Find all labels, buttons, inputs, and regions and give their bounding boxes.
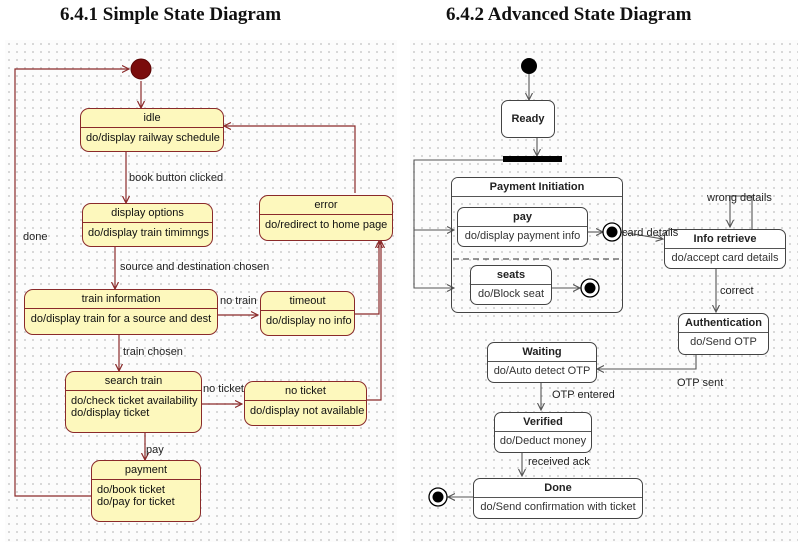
label-train-chosen: train chosen — [123, 346, 183, 358]
state-payment-initiation[interactable]: Payment Initiation — [451, 177, 623, 313]
state-timeout[interactable]: timeout do/display no info — [260, 291, 355, 336]
label-correct: correct — [720, 285, 754, 297]
state-info-retrieve-name: Info retrieve — [665, 230, 785, 249]
state-search-train-name: search train — [66, 372, 201, 391]
state-authentication-activity: do/Send OTP — [690, 336, 757, 348]
edge-error-to-idle — [224, 126, 356, 193]
state-payment-activity: do/book ticket do/pay for ticket — [92, 480, 200, 512]
state-verified-activity: do/Deduct money — [499, 435, 587, 447]
state-pay[interactable]: pay do/display payment info — [457, 207, 588, 247]
simple-diagram-connectors — [14, 58, 397, 497]
fork-bar — [503, 156, 562, 162]
advanced-diagram-connectors — [413, 58, 753, 507]
state-waiting-name: Waiting — [488, 343, 596, 362]
state-train-information-name: train information — [25, 290, 217, 309]
state-pay-name: pay — [458, 208, 587, 227]
simple-diagram-heading: 6.4.1 Simple State Diagram — [60, 4, 282, 25]
state-train-information-activity: do/display train for a source and dest — [30, 313, 212, 325]
final-node-pay-region — [602, 222, 622, 242]
final-node-end — [428, 487, 448, 507]
state-idle-name: idle — [81, 109, 223, 128]
initial-node — [521, 58, 537, 74]
state-verified-name: Verified — [495, 413, 591, 432]
state-train-information[interactable]: train information do/display train for a… — [24, 289, 218, 335]
state-search-train[interactable]: search train do/check ticket availabilit… — [65, 371, 202, 433]
state-idle-activity: do/display railway schedule — [86, 132, 220, 144]
label-done: done — [23, 231, 48, 243]
label-book-button-clicked: book button clicked — [129, 172, 224, 184]
state-idle[interactable]: idle do/display railway schedule — [80, 108, 224, 152]
label-otp-sent: OTP sent — [677, 377, 724, 389]
state-seats-name: seats — [471, 266, 551, 285]
state-payment-name: payment — [92, 461, 200, 480]
edge-payment-to-initial — [14, 69, 129, 497]
edge-timeout-to-error — [355, 241, 379, 315]
state-no-ticket-activity: do/display not available — [250, 405, 365, 417]
state-done[interactable]: Done do/Send confirmation with ticket — [473, 478, 643, 519]
state-info-retrieve-activity: do/accept card details — [671, 252, 779, 264]
edge-card-details — [620, 231, 663, 239]
advanced-diagram-heading: 6.4.2 Advanced State Diagram — [446, 4, 692, 25]
state-done-activity: do/Send confirmation with ticket — [480, 501, 636, 513]
final-node-seats-region — [580, 278, 600, 298]
state-no-ticket[interactable]: no ticket do/display not available — [244, 381, 367, 426]
payment-activity-line: do/book ticket — [97, 484, 165, 496]
search-train-activity-line: do/check ticket availability — [71, 395, 198, 407]
initial-node — [130, 58, 152, 80]
edge-authentication-to-waiting — [597, 355, 697, 369]
state-authentication[interactable]: Authentication do/Send OTP — [678, 313, 769, 355]
state-display-options-activity: do/display train timimngs — [88, 227, 210, 239]
state-waiting-activity: do/Auto detect OTP — [493, 365, 591, 377]
label-source-destination-chosen: source and destination chosen — [120, 261, 270, 273]
state-search-train-activity: do/check ticket availability do/display … — [66, 391, 201, 423]
label-card-details: card details — [622, 227, 679, 239]
state-ready[interactable]: Ready — [501, 100, 555, 138]
state-timeout-name: timeout — [261, 292, 354, 311]
edge-fork-to-seats — [413, 230, 454, 288]
state-display-options[interactable]: display options do/display train timimng… — [82, 203, 213, 247]
edge-no-ticket-to-error — [367, 241, 381, 401]
state-pay-activity: do/display payment info — [464, 230, 581, 242]
edge-wrong-details-loop — [730, 195, 753, 229]
label-otp-entered: OTP entered — [552, 389, 615, 401]
state-seats-activity: do/Block seat — [477, 288, 545, 300]
state-done-name: Done — [474, 479, 642, 498]
state-authentication-name: Authentication — [679, 314, 768, 333]
state-no-ticket-name: no ticket — [245, 382, 366, 401]
state-waiting[interactable]: Waiting do/Auto detect OTP — [487, 342, 597, 383]
label-no-train: no train — [220, 295, 257, 307]
payment-activity-line: do/pay for ticket — [97, 496, 175, 508]
state-display-options-name: display options — [83, 204, 212, 223]
state-error-name: error — [260, 196, 392, 215]
label-pay: pay — [146, 444, 164, 456]
simple-state-diagram: idle do/display railway schedule display… — [5, 40, 397, 542]
search-train-activity-line: do/display ticket — [71, 407, 150, 419]
state-payment[interactable]: payment do/book ticket do/pay for ticket — [91, 460, 201, 522]
edge-fork-to-pay — [413, 159, 503, 230]
state-seats[interactable]: seats do/Block seat — [470, 265, 552, 305]
state-ready-name: Ready — [511, 113, 545, 125]
advanced-state-diagram: Ready Payment Initiation pay do/display … — [410, 40, 798, 542]
state-verified[interactable]: Verified do/Deduct money — [494, 412, 592, 453]
state-payment-initiation-name: Payment Initiation — [452, 178, 622, 197]
state-timeout-activity: do/display no info — [266, 315, 352, 327]
state-error[interactable]: error do/redirect to home page — [259, 195, 393, 241]
state-info-retrieve[interactable]: Info retrieve do/accept card details — [664, 229, 786, 269]
label-no-ticket-transition: no ticket — [203, 383, 244, 395]
state-error-activity: do/redirect to home page — [265, 219, 388, 231]
label-received-ack: received ack — [528, 456, 590, 468]
label-wrong-details: wrong details — [707, 192, 772, 204]
